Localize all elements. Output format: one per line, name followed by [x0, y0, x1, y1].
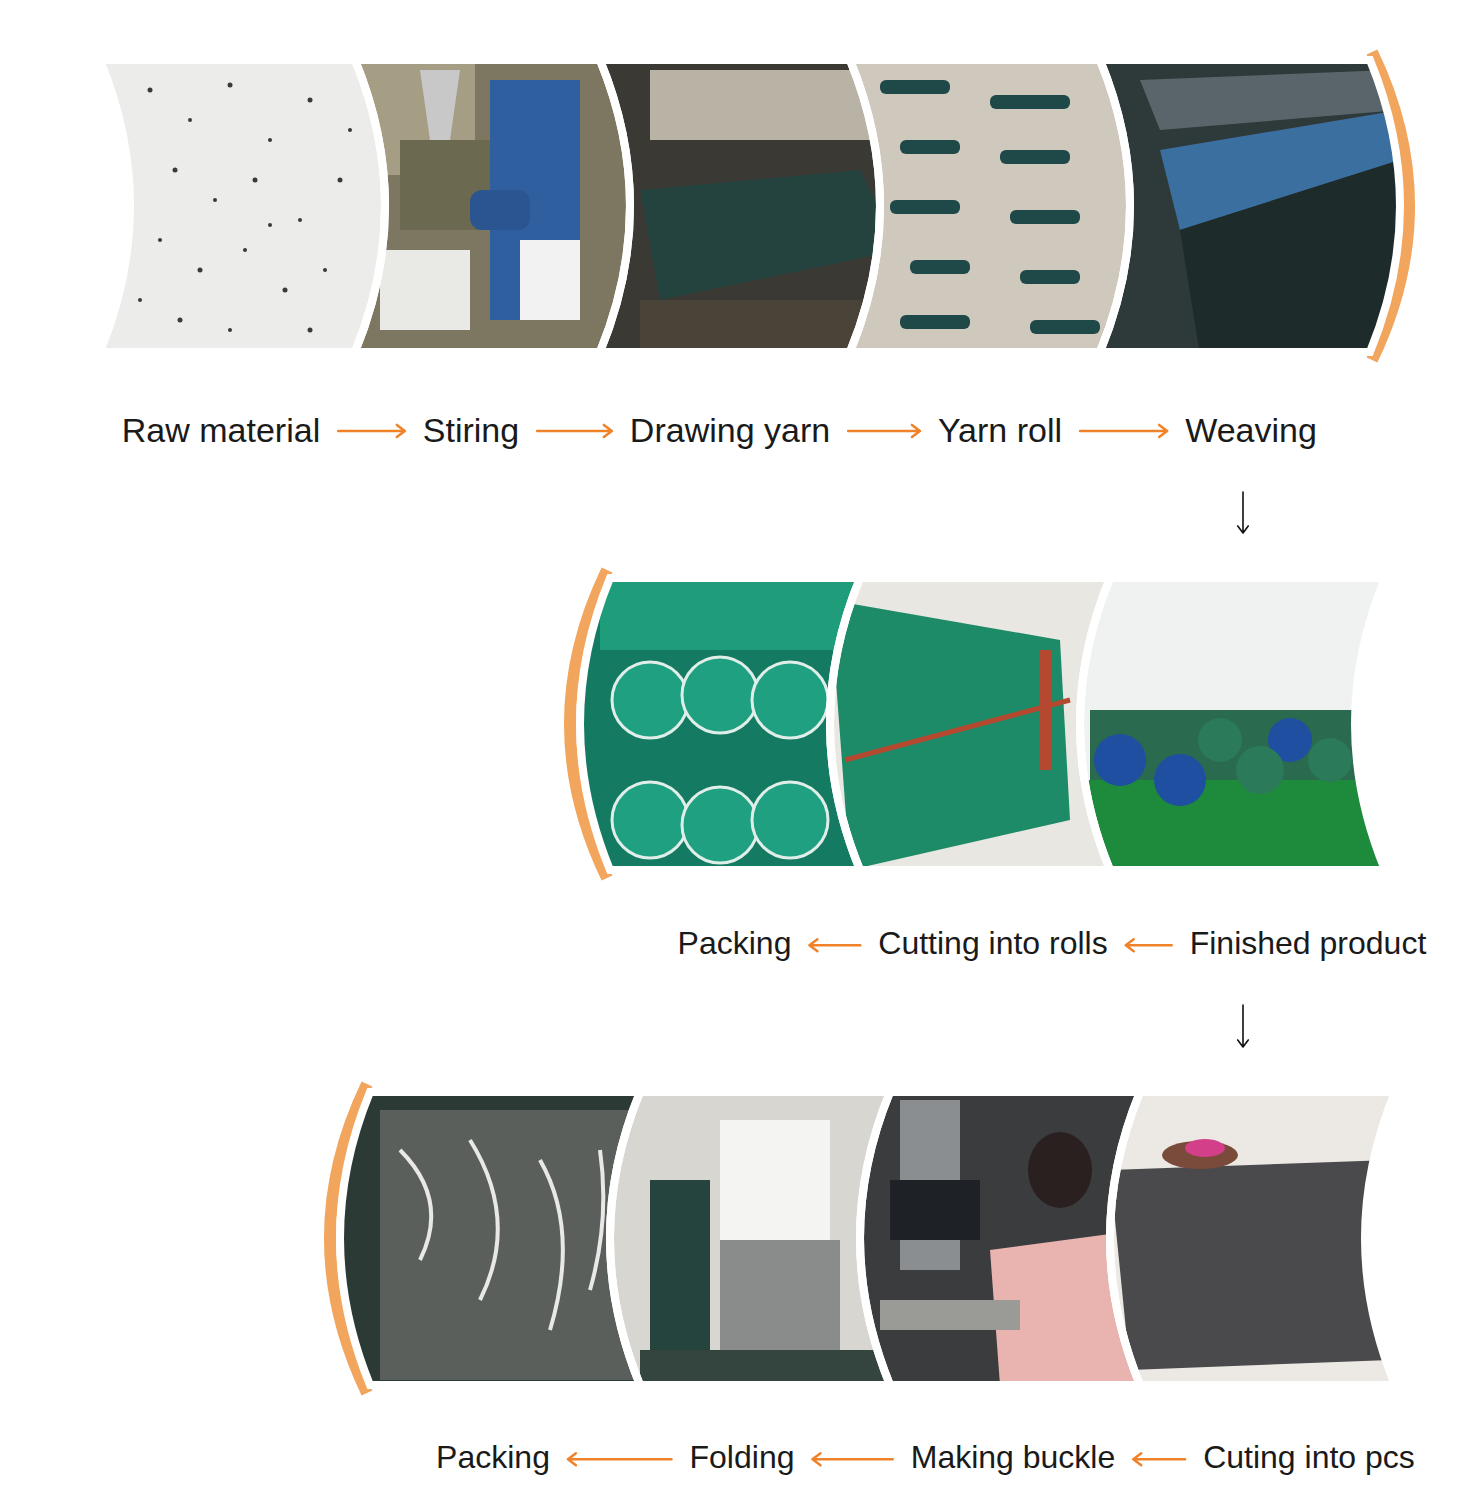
cutting-pieces-photo	[1070, 1085, 1410, 1395]
step-caption-row: Cutting into rolls	[860, 923, 1126, 965]
process-step: Raw material	[96, 60, 346, 452]
packed-pieces-photo	[300, 1085, 650, 1395]
step-caption-row: Stiring	[346, 408, 596, 452]
step-label: Yarn roll	[938, 408, 1062, 452]
step-label: Cutting into rolls	[878, 923, 1107, 965]
process-step: Stiring	[346, 60, 596, 452]
folding-photo	[570, 1085, 900, 1395]
step-label: Raw material	[122, 408, 320, 452]
step-caption-row: Making buckle	[880, 1437, 1146, 1479]
flow-arrow	[338, 425, 405, 437]
step-label: Making buckle	[911, 1437, 1116, 1479]
step-caption-row: Packing	[368, 1437, 618, 1479]
flow-arrow	[568, 1453, 672, 1465]
flow-arrow	[1238, 492, 1249, 533]
process-step: Weaving	[1126, 60, 1376, 452]
weaving-photo	[1090, 55, 1440, 355]
process-step: Yarn roll	[875, 60, 1125, 452]
step-label: Finished product	[1190, 923, 1427, 965]
step-label: Packing	[678, 923, 792, 965]
process-step: Packing	[368, 1092, 618, 1479]
finished-product-photo	[1040, 570, 1400, 880]
step-label: Folding	[690, 1437, 795, 1479]
flow-arrow	[812, 1453, 892, 1465]
step-label: Stiring	[423, 408, 519, 452]
flow-arrow	[1133, 1453, 1185, 1465]
process-step: Cuting into pcs	[1172, 1092, 1446, 1479]
step-caption-row: Folding	[617, 1437, 867, 1479]
process-step: Making buckle	[880, 1092, 1146, 1479]
step-label: Packing	[436, 1437, 550, 1479]
step-caption-row: Weaving	[1126, 408, 1376, 452]
step-label: Weaving	[1185, 408, 1317, 452]
step-label: Drawing yarn	[630, 408, 830, 452]
process-step: Packing	[611, 578, 858, 965]
step-caption-row: Raw material	[96, 408, 346, 452]
cutting-rolls-photo	[790, 570, 1120, 880]
flow-arrow	[1080, 425, 1167, 437]
process-step: Cutting into rolls	[860, 578, 1126, 965]
step-label: Cuting into pcs	[1203, 1437, 1415, 1479]
process-step: Folding	[617, 1092, 867, 1479]
step-caption-row: Yarn roll	[875, 408, 1125, 452]
process-step: Drawing yarn	[605, 60, 855, 452]
step-caption-row: Drawing yarn	[605, 408, 855, 452]
flow-arrow	[537, 425, 612, 437]
flow-arrow	[1238, 1005, 1249, 1047]
process-step: Finished product	[1176, 578, 1440, 965]
step-caption-row: Packing	[611, 923, 858, 965]
step-caption-row: Finished product	[1176, 923, 1440, 965]
flow-arrow	[848, 425, 920, 437]
making-buckle-photo	[820, 1085, 1150, 1395]
flow-arrow	[809, 939, 860, 951]
step-caption-row: Cuting into pcs	[1172, 1437, 1446, 1479]
packed-rolls-photo	[540, 570, 870, 880]
flow-arrow	[1126, 939, 1172, 951]
